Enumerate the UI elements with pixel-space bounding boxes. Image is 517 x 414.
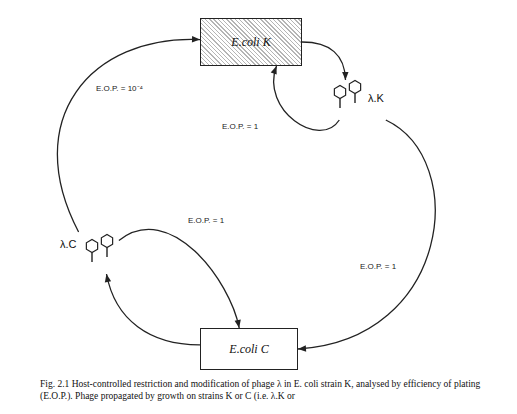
- figure-caption: Fig. 2.1 Host-controlled restriction and…: [40, 378, 512, 402]
- eop-label: E.O.P. = 1: [188, 216, 224, 225]
- eop-label: E.O.P. = 10⁻⁴: [96, 82, 143, 93]
- arrow-head: [192, 36, 200, 42]
- phage-icon: [345, 79, 365, 109]
- phage-tail: [354, 94, 355, 104]
- phage-head: [334, 86, 345, 99]
- phage-tail: [339, 99, 340, 109]
- infection-arrow: [298, 120, 435, 352]
- phage-group: λ.C: [60, 232, 122, 274]
- arrow-line: [274, 66, 340, 130]
- phage-head: [86, 240, 97, 253]
- phage-icon: [330, 84, 350, 114]
- arrow-head: [342, 72, 348, 80]
- host-strain-box: E.coli K: [200, 18, 302, 66]
- infection-arrow: [57, 36, 200, 232]
- infection-arrow: [302, 42, 349, 80]
- phage-name: λ.C: [60, 238, 77, 250]
- arrow-line: [119, 229, 239, 328]
- phage-icon: [82, 238, 102, 268]
- arrow-head: [105, 274, 111, 282]
- phage-head: [101, 235, 112, 248]
- eop-label: E.O.P. = 1: [360, 262, 396, 271]
- arrow-line: [107, 274, 201, 345]
- infection-arrow: [105, 274, 200, 345]
- strain-name: E.coli C: [229, 342, 268, 357]
- phage-tail: [106, 248, 107, 258]
- arrow-line: [57, 39, 200, 232]
- phage-tail: [91, 253, 92, 263]
- phage-name: λ.K: [368, 92, 384, 104]
- strain-name: E.coli K: [231, 35, 270, 50]
- arrow-head: [298, 345, 306, 351]
- arrow-head: [271, 66, 277, 75]
- phage-group: λ.K: [330, 80, 392, 120]
- arrow-line: [298, 120, 435, 349]
- phage-head: [349, 81, 360, 94]
- host-strain-box: E.coli C: [200, 328, 298, 370]
- infection-arrow: [271, 66, 340, 130]
- arrow-head: [235, 320, 241, 329]
- infection-arrow: [119, 229, 241, 328]
- arrow-line: [302, 42, 346, 80]
- phage-icon: [97, 233, 117, 263]
- eop-label: E.O.P. = 1: [222, 122, 258, 131]
